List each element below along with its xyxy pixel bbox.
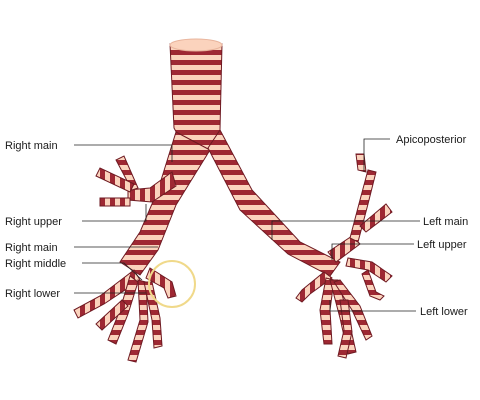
label-left-lower: Left lower bbox=[420, 306, 468, 318]
leader-left-upper bbox=[331, 243, 414, 260]
label-left-main: Left main bbox=[423, 216, 468, 228]
leader-left-main bbox=[271, 220, 420, 240]
left-upper-bronchus bbox=[327, 153, 393, 301]
labels: Right main Right upper Right main Right … bbox=[5, 134, 468, 318]
leader-right-upper bbox=[82, 204, 147, 222]
label-right-upper: Right upper bbox=[5, 216, 62, 228]
right-main-bronchus bbox=[119, 131, 211, 276]
right-middle-bronchus bbox=[145, 267, 177, 299]
label-right-middle: Right middle bbox=[5, 258, 66, 270]
leader-right-main-upper bbox=[74, 144, 173, 162]
leader-lines bbox=[74, 138, 420, 312]
left-main-bronchus bbox=[207, 129, 341, 277]
label-right-lower: Right lower bbox=[5, 288, 60, 300]
right-upper-bronchus bbox=[95, 155, 177, 207]
label-right-main-upper: Right main bbox=[5, 140, 58, 152]
highlight-circle bbox=[148, 260, 196, 308]
label-apicoposterior: Apicoposterior bbox=[396, 134, 467, 146]
leader-right-middle bbox=[82, 262, 143, 281]
left-lower-bronchus bbox=[295, 271, 373, 359]
leader-apicoposterior bbox=[363, 138, 390, 172]
trachea-opening bbox=[169, 38, 223, 52]
label-right-main-lower: Right main bbox=[5, 242, 58, 254]
leader-left-lower bbox=[329, 300, 416, 312]
label-left-upper: Left upper bbox=[417, 239, 467, 251]
